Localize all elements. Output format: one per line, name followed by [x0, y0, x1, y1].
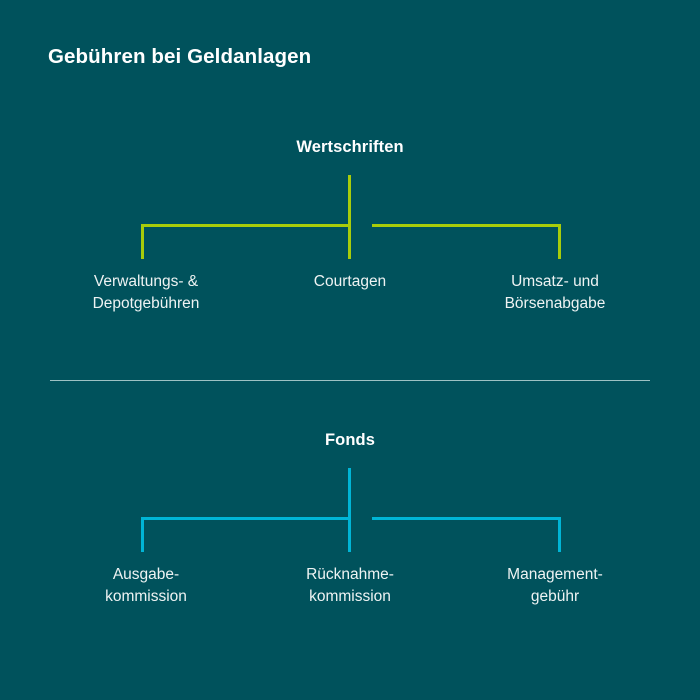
- node-label-line1: Ausgabe-: [112, 566, 180, 583]
- connector-wertschriften-right-vertical: [558, 224, 561, 259]
- node-label-line2: Depotgebühren: [92, 295, 200, 312]
- node-managementgebuehr: Management- gebühr: [440, 564, 670, 608]
- node-courtagen: Courtagen: [235, 271, 465, 293]
- node-umsatz-boersenabgabe: Umsatz- und Börsenabgabe: [440, 271, 670, 315]
- connector-wertschriften-stem: [348, 175, 351, 259]
- node-verwaltungs-depotgebuehren: Verwaltungs- & Depotgebühren: [31, 271, 261, 315]
- node-label-line1: Courtagen: [313, 273, 387, 290]
- connector-wertschriften-right-horizontal: [372, 224, 561, 227]
- section-heading-fonds: Fonds: [325, 431, 375, 449]
- node-label-line1: Management-: [507, 566, 603, 583]
- node-ausgabekommission: Ausgabe- kommission: [31, 564, 261, 608]
- connector-wertschriften-left-vertical: [141, 224, 144, 259]
- page-title: Gebühren bei Geldanlagen: [48, 45, 312, 68]
- node-label-line1: Umsatz- und: [511, 273, 599, 290]
- node-ruecknahmekommission: Rücknahme- kommission: [235, 564, 465, 608]
- node-label-line2: Börsenabgabe: [504, 295, 606, 312]
- section-divider: [50, 380, 650, 381]
- section-heading-wertschriften: Wertschriften: [296, 138, 404, 156]
- node-label-line2: kommission: [105, 588, 187, 605]
- connector-fonds-right-horizontal: [372, 517, 561, 520]
- node-label-line1: Verwaltungs- &: [93, 273, 199, 290]
- connector-wertschriften-left-horizontal: [141, 224, 349, 227]
- connector-fonds-right-vertical: [558, 517, 561, 552]
- node-label-line1: Rücknahme-: [306, 566, 394, 583]
- connector-fonds-left-horizontal: [141, 517, 349, 520]
- node-label-line2: kommission: [309, 588, 391, 605]
- connector-fonds-left-vertical: [141, 517, 144, 552]
- node-label-line2: gebühr: [530, 588, 580, 605]
- connector-fonds-stem: [348, 468, 351, 552]
